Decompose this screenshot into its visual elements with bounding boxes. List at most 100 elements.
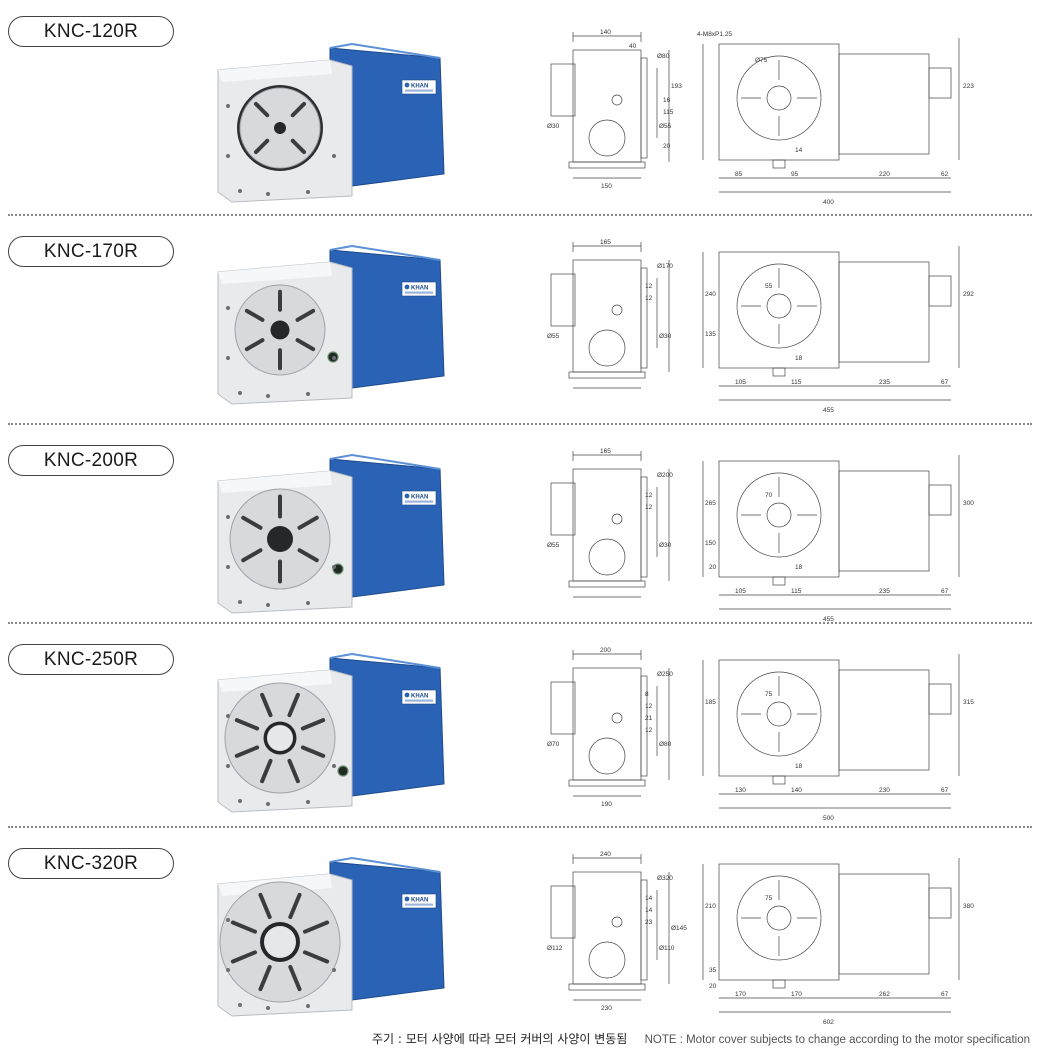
side-dim-k1: 8 [645,691,649,698]
front-dim-a: 105 [735,379,746,386]
t-slot [234,745,260,758]
center-bore [267,526,293,552]
model-label: KNC-200R [8,445,174,476]
front-dim-d: 67 [941,991,949,998]
side-dim-base: 230 [601,1005,612,1012]
rotary-table: KHAN [217,42,445,203]
front-dim-dia: Ø75 [755,57,768,64]
side-dim-d: Ø55 [547,542,560,549]
t-slot [302,920,330,934]
t-slot [230,950,258,964]
side-dim-d3: Ø55 [659,123,672,130]
front-faceplate-outline [736,472,822,558]
row-divider [8,622,1032,624]
t-slot [288,892,302,920]
t-slot [258,964,272,992]
side-dim-base: 150 [601,183,612,190]
row-divider [8,826,1032,828]
side-dim-d2: Ø200 [657,472,673,479]
model-label: KNC-320R [8,848,174,879]
front-dim-d: 62 [941,171,949,178]
t-slot [297,548,319,563]
coolant-port-icon [337,765,349,777]
t-slot [244,338,265,352]
center-bore [274,122,286,134]
front-dim-c: 230 [879,787,890,794]
side-dim-k: 16 [663,97,671,104]
front-motor-outline [838,669,930,771]
side-body-outline [572,871,642,985]
t-slot [230,920,258,934]
t-slot [302,950,330,964]
side-dim-d2: Ø320 [657,875,673,882]
t-slot [300,718,326,731]
side-body-outline [572,259,642,373]
front-dim-a: 85 [735,171,743,178]
front-dim-key: 18 [795,355,803,362]
khan-logo-icon [404,82,410,88]
front-dim-b: 95 [791,171,799,178]
product-photo: KHAN [217,856,445,1017]
footer-note-english: NOTE : Motor cover subjects to change ac… [644,1034,1030,1046]
front-dim-key: 14 [795,147,803,154]
front-dim-total: 400 [823,199,834,206]
rotary-table: KHAN [217,453,445,614]
t-slot [241,515,263,530]
front-faceplate-outline [736,671,822,757]
front-dim-h3: 135 [705,331,716,338]
front-dim-h2: 185 [705,699,716,706]
side-dim-d: Ø30 [547,123,560,130]
front-motor-outline [838,873,930,975]
front-dim-s2: 20 [709,983,717,990]
t-slot [241,548,263,563]
front-dim-inner: 75 [765,691,773,698]
side-motor-flange [588,941,626,979]
t-slot [288,964,302,992]
side-dim-d3: Ø110 [659,945,675,952]
row-divider [8,214,1032,216]
khan-logo-icon [404,692,410,698]
t-slot [300,745,326,758]
front-dim-a: 170 [735,991,746,998]
side-body-outline [572,468,642,582]
side-motor-flange [588,737,626,775]
t-slot [290,101,307,118]
side-motor-outline [550,681,576,735]
front-dim-key: 18 [795,564,803,571]
rotary-table: KHAN [217,652,445,813]
front-dim-b: 115 [791,379,802,386]
side-dim-k2: 12 [645,295,653,302]
front-dim-b: 170 [791,991,802,998]
side-motor-flange [588,119,626,157]
front-dim-c: 262 [879,991,890,998]
side-dim-d2: Ø170 [657,263,673,270]
side-dim-k1: 14 [645,895,653,902]
front-dim-inner: 70 [765,492,773,499]
front-dim-d: 67 [941,588,949,595]
side-dim-w: 140 [600,29,611,36]
side-dim-d2: Ø250 [657,671,673,678]
front-faceplate-outline [736,55,822,141]
t-slot [297,515,319,530]
front-dim-total: 455 [823,616,834,623]
side-motor-outline [550,63,576,117]
center-bore [270,320,290,340]
front-dim-h2: 265 [705,500,716,507]
product-photo: KHAN [217,244,445,405]
front-dim-total: 500 [823,815,834,822]
side-dim-d: Ø112 [547,945,563,952]
side-dim-d2: Ø80 [657,53,670,60]
t-slot [258,892,272,920]
front-motor-outline [838,261,930,363]
front-dim-a: 105 [735,588,746,595]
product-photo: KHAN [217,652,445,813]
side-dim-s: 20 [663,143,671,150]
brand-text: KHAN [411,495,428,501]
side-dim-k3: 21 [645,715,653,722]
t-slot [234,718,260,731]
